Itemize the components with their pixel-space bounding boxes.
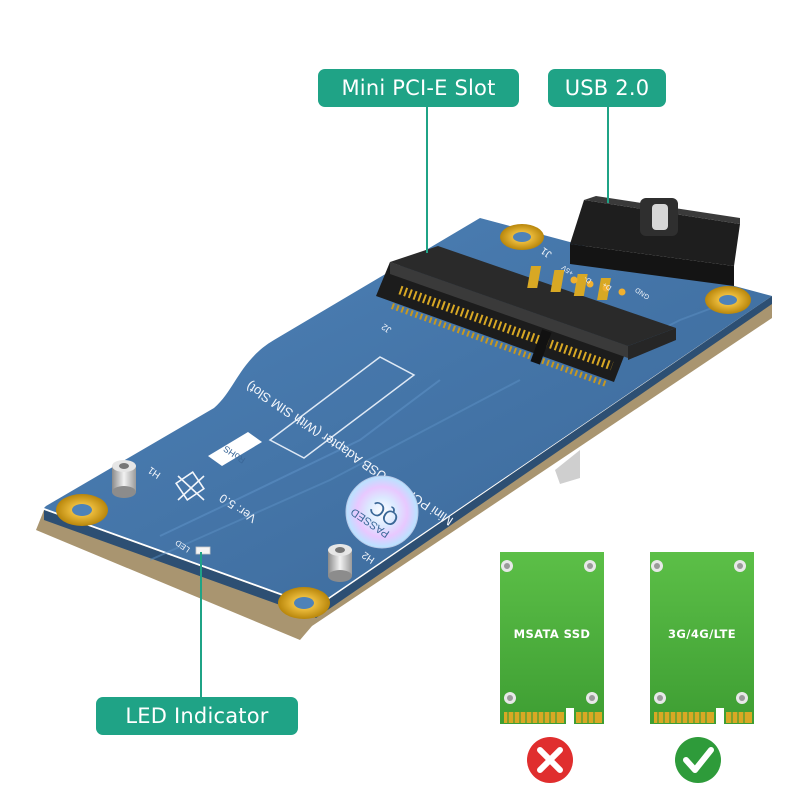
compatible-check-icon [675, 737, 721, 783]
msata-ssd-card [500, 552, 604, 724]
usb-leader-line [607, 107, 609, 203]
callout-mini-pcie-slot: Mini PCI-E Slot [318, 69, 519, 107]
usb-header-connector [527, 196, 740, 300]
rohs-mark: RoHS [208, 432, 262, 466]
weee-bin-icon [175, 471, 205, 501]
mini-pcie-slot [376, 246, 676, 387]
qc-passed-sticker: QC PASSED [345, 475, 419, 549]
incompatible-x-icon [527, 737, 573, 783]
slot-leader-line [426, 107, 428, 253]
slot-ref-j2: J2 [380, 322, 393, 336]
standoff-h1 [112, 460, 136, 498]
mounting-pad-bottom-right [278, 587, 330, 619]
pin-label-dplus: D+ [602, 280, 614, 291]
msata-card-label: MSATA SSD [513, 627, 591, 641]
led-leader-line [200, 552, 202, 697]
pin-label-dminus: D- [583, 274, 594, 284]
lte-card-label: 3G/4G/LTE [667, 627, 736, 641]
lte-modem-card [650, 552, 754, 724]
mounting-pad-top-right [705, 286, 751, 314]
callout-led-indicator: LED Indicator [96, 697, 298, 735]
standoff-h2 [328, 544, 352, 582]
mounting-pad-bottom-left [56, 494, 108, 526]
callout-usb: USB 2.0 [548, 69, 666, 107]
mounting-pad-top-left [500, 224, 544, 250]
